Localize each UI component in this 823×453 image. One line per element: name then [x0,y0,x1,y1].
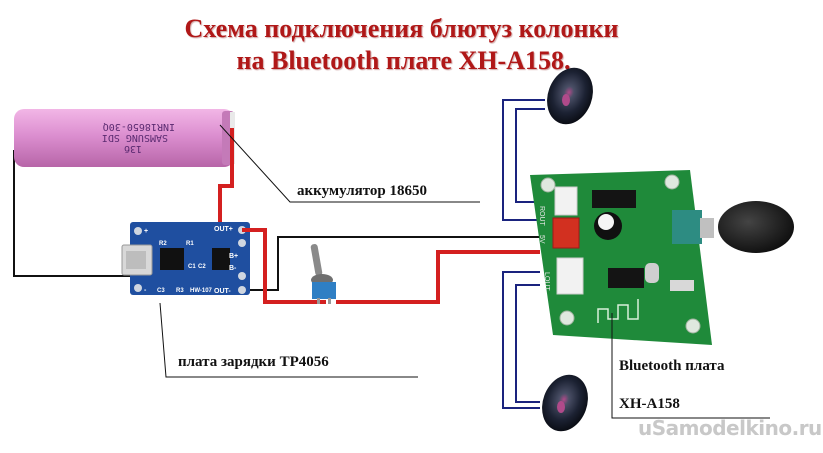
charger-board-tp4056: OUT+ B+ B- OUT- + - R2 R1 C1 C2 C3 R3 HW… [121,222,250,295]
blue-wires-left-speaker [502,271,540,409]
pin-minus: - [144,287,147,294]
battery-print-3: INR18650-30Q [103,121,175,132]
connector-lout [556,257,584,295]
label-bt-board-line-1: Bluetooth плата [619,358,725,374]
label-rout: ROUT [538,206,545,227]
diagram-title-line-2: на Bluetooth плате XH-A158. [236,46,571,75]
speaker-right [547,67,593,125]
callout-lines [159,124,770,419]
svg-text:C2: C2 [198,264,206,270]
label-bt-board-line-2: XH-A158 [619,396,680,412]
pin-out-minus: OUT- [214,288,231,295]
connector-rout [554,186,578,216]
diagram-title-line-1: Схема подключения блютуз колонки [184,14,619,43]
label-5v: 5V [538,235,545,244]
battery-print-1: 13б [124,143,142,155]
svg-text:HW-107: HW-107 [190,288,213,294]
label-lout: LOUT [543,272,550,291]
pin-b-plus: B+ [229,253,238,260]
connector-5v [552,217,580,249]
svg-text:C1: C1 [188,264,196,270]
watermark: uSamodelkino.ru [638,416,822,440]
blue-wires-right-speaker [502,99,545,221]
pin-b-minus: B- [229,265,237,272]
toggle-switch [310,244,336,304]
black-wire-out-minus [238,236,540,291]
battery-18650: 13б SAMSUNG SDI INR18650-30Q [14,109,235,167]
svg-text:C3: C3 [157,288,165,294]
label-charger: плата зарядки TP4056 [178,354,329,370]
pin-out-plus: OUT+ [214,226,233,233]
bluetooth-board-xh-a158: ROUT 5V LOUT [530,170,794,345]
svg-text:R2: R2 [159,241,167,247]
svg-text:R3: R3 [176,288,184,294]
red-wire-out-plus [242,228,540,304]
label-battery: аккумулятор 18650 [297,183,428,199]
pin-plus: + [144,228,148,235]
battery-print-2: SAMSUNG SDI [102,132,168,143]
speaker-left [542,374,588,432]
svg-text:R1: R1 [186,241,194,247]
